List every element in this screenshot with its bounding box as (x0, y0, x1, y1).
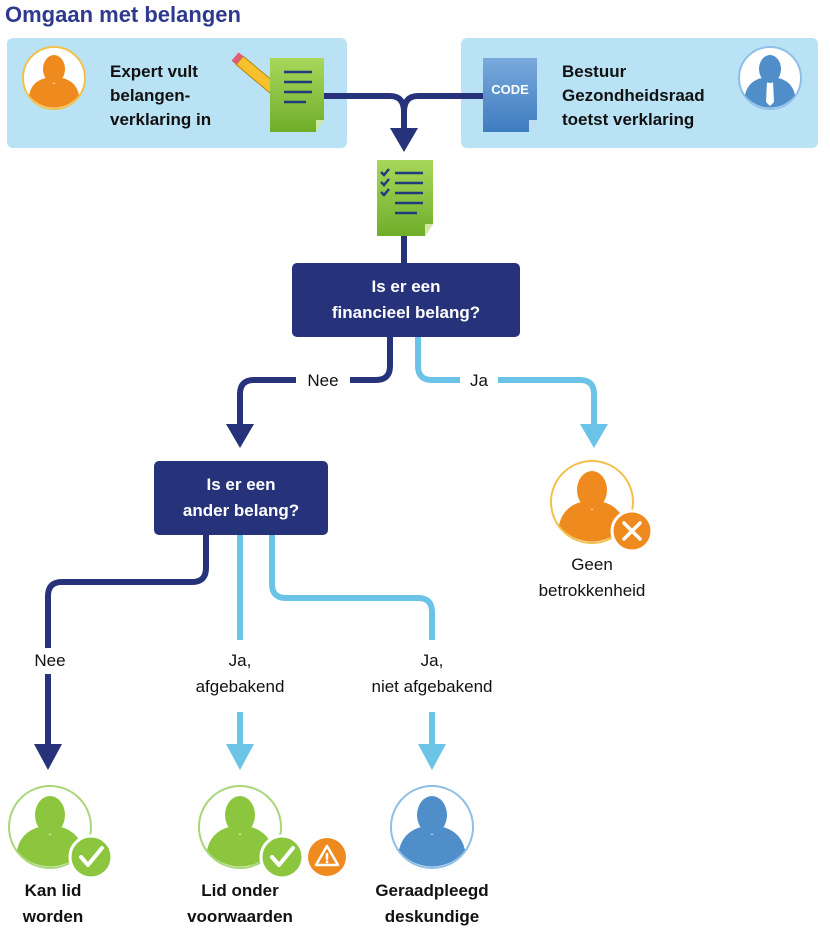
outcome-geraadpleegd-deskundige: Geraadpleegd deskundige (357, 878, 507, 930)
arrowhead (580, 424, 608, 448)
label-line: Kan lid (24, 881, 82, 900)
person-icon (390, 785, 474, 869)
label-line: Ja, (420, 651, 444, 670)
connector-q1-ja (415, 336, 597, 428)
arrowhead (390, 128, 418, 152)
label-line: betrokkenheid (538, 581, 646, 600)
text-line: Gezondheidsraad (562, 86, 705, 105)
arrowhead (226, 424, 254, 448)
document-icon (270, 58, 324, 132)
code-document-icon (483, 58, 537, 132)
label-line: worden (22, 907, 84, 926)
branch-label-ja-niet-afgebakend: Ja, niet afgebakend (352, 648, 512, 700)
outcome-lid-onder-voorwaarden: Lid onder voorwaarden (170, 878, 310, 930)
branch-label-ja: Ja (460, 368, 498, 394)
board-panel-text: Bestuur Gezondheidsraad toetst verklarin… (562, 60, 737, 132)
arrowhead (34, 744, 62, 770)
outcome-geen-betrokkenheid: Geen betrokkenheid (512, 552, 672, 604)
person-icon (8, 785, 92, 869)
check-icon (68, 834, 114, 880)
page-title: Omgaan met belangen (5, 2, 241, 27)
text-line: Bestuur (562, 62, 627, 81)
label-line: Lid onder (201, 881, 279, 900)
person-icon (738, 46, 802, 110)
expert-panel-text: Expert vult belangen- verklaring in (110, 60, 240, 132)
text-line: Expert vult (110, 62, 198, 81)
label-line: Ja, (228, 651, 252, 670)
connector-q2-ja-niet (269, 534, 435, 748)
question-line: Is er een (206, 475, 276, 494)
merge-connector (322, 93, 484, 134)
cross-icon (610, 509, 654, 553)
text-line: belangen- (110, 86, 191, 105)
arrowhead (226, 744, 254, 770)
label-line: voorwaarden (187, 907, 293, 926)
label-line: niet afgebakend (371, 677, 493, 696)
code-label: CODE (491, 82, 529, 97)
text-line: toetst verklaring (562, 110, 695, 129)
question-financial: Is er een financieel belang? (292, 263, 520, 337)
question-line: financieel belang? (331, 303, 481, 322)
label-line: Geen (571, 555, 613, 574)
label-line: afgebakend (195, 677, 285, 696)
person-icon (22, 46, 86, 110)
text-line: verklaring in (110, 110, 212, 129)
question-line: Is er een (371, 277, 441, 296)
check-icon (259, 834, 305, 880)
checklist-document-icon (377, 160, 433, 236)
label-line: Geraadpleegd (375, 881, 489, 900)
branch-label-ja-afgebakend: Ja, afgebakend (175, 648, 305, 700)
question-other: Is er een ander belang? (154, 461, 328, 535)
connector-q2-nee (45, 534, 209, 748)
branch-label-nee: Nee (26, 648, 74, 674)
branch-label-nee: Nee (296, 368, 350, 394)
arrowhead (418, 744, 446, 770)
person-icon (198, 785, 282, 869)
label-line: deskundige (384, 907, 480, 926)
outcome-kan-lid-worden: Kan lid worden (0, 878, 106, 930)
warning-icon (308, 838, 346, 876)
question-line: ander belang? (182, 501, 300, 520)
